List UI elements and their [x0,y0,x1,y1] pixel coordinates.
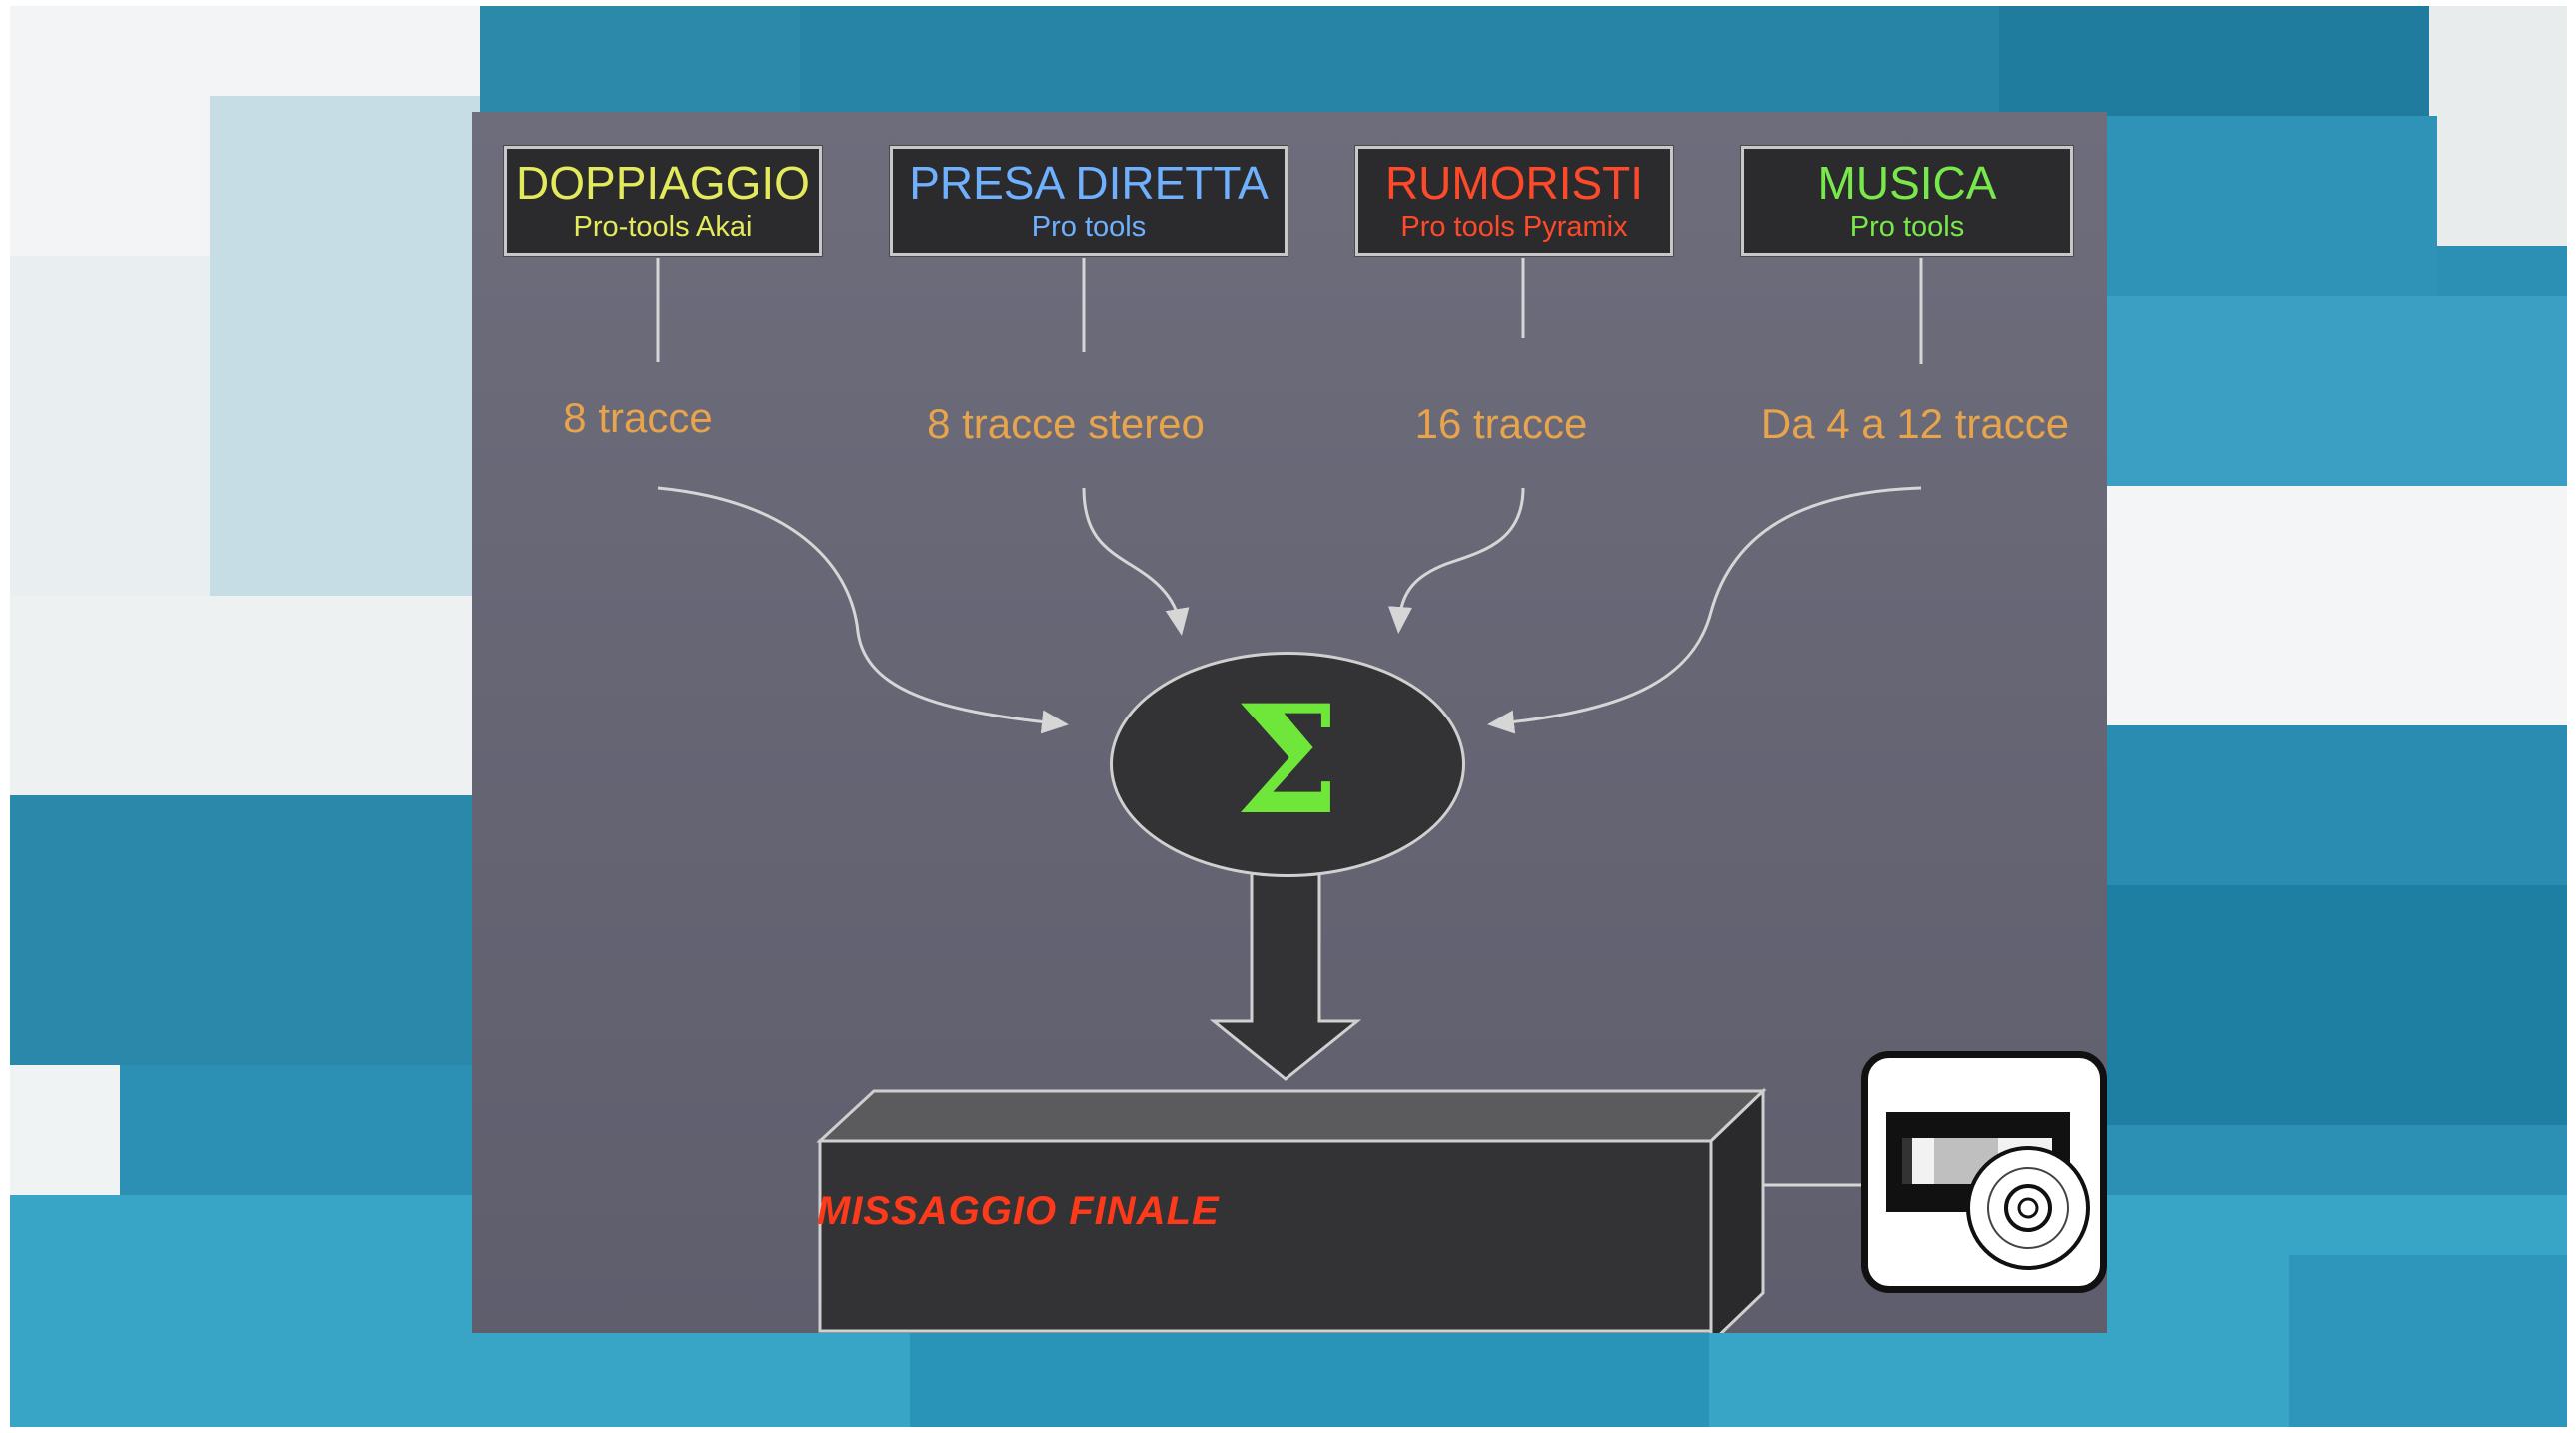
source-box-rumoristi: RUMORISTI Pro tools Pyramix [1355,146,1673,256]
source-title-presa-diretta: PRESA DIRETTA [909,157,1269,209]
curve-doppiaggio [657,486,1069,734]
curve-rumoristi [1388,487,1525,634]
final-mix-block-front [818,1139,1713,1333]
source-subtitle-rumoristi: Pro tools Pyramix [1400,211,1628,243]
track-label-rumoristi: 16 tracce [1414,400,1588,447]
source-box-musica: MUSICA Pro tools [1741,146,2073,256]
sigma-sum-icon: Σ [1234,673,1341,848]
final-mix-label: MISSAGGIO FINALE [817,1189,1220,1233]
cd-disc-icon [1966,1146,2090,1270]
sum-node: Σ [1110,652,1465,877]
source-subtitle-musica: Pro tools [1849,211,1965,243]
track-label-doppiaggio: 8 tracce [563,394,713,441]
source-subtitle-doppiaggio: Pro-tools Akai [573,211,753,243]
track-label-musica: Da 4 a 12 tracce [1760,400,2070,447]
final-mix-block-top [816,1089,1767,1143]
track-label-presa-diretta: 8 tracce stereo [927,400,1205,447]
source-subtitle-presa-diretta: Pro tools [1031,211,1147,243]
media-output-icons [1886,1112,2090,1270]
source-title-musica: MUSICA [1817,157,1997,209]
source-title-doppiaggio: DOPPIAGGIO [516,157,810,209]
source-box-presa-diretta: PRESA DIRETTA Pro tools [890,146,1288,256]
curve-musica [1487,486,1922,734]
source-box-doppiaggio: DOPPIAGGIO Pro-tools Akai [504,146,822,256]
source-title-rumoristi: RUMORISTI [1384,157,1644,209]
down-arrow-icon [1209,871,1362,1081]
diagram-slide: DOPPIAGGIO Pro-tools Akai PRESA DIRETTA … [472,112,2107,1333]
media-output-box [1861,1051,2107,1293]
diagram-connectors [656,258,1923,1333]
curve-presa-diretta [1082,487,1190,636]
